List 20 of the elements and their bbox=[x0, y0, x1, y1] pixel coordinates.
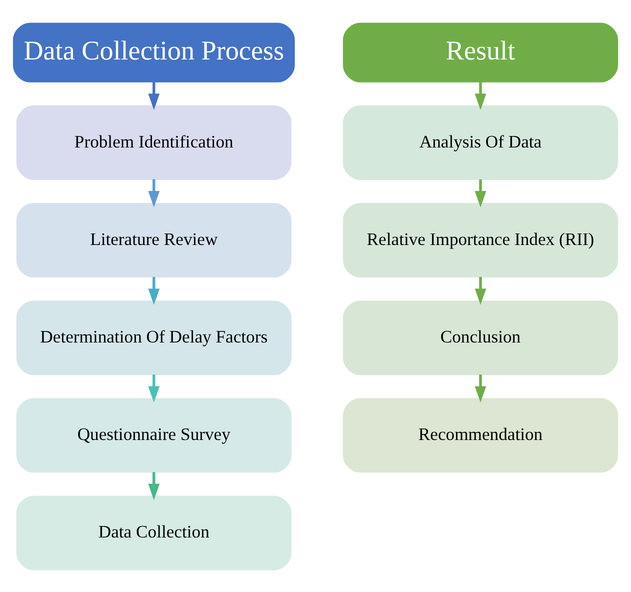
node-box: Relative Importance Index (RII) bbox=[342, 202, 618, 278]
arrow bbox=[148, 178, 160, 207]
arrow bbox=[148, 374, 160, 402]
node-box: Analysis Of Data bbox=[342, 104, 618, 180]
node-box: Recommendation bbox=[342, 398, 618, 472]
node-box: Problem Identification bbox=[16, 104, 292, 180]
arrow bbox=[148, 82, 160, 110]
arrow bbox=[474, 178, 486, 207]
node-box: Literature Review bbox=[16, 202, 292, 278]
node-box: Result bbox=[342, 22, 618, 82]
arrow bbox=[148, 472, 160, 500]
arrow bbox=[474, 374, 486, 402]
node-box: Conclusion bbox=[342, 300, 618, 375]
arrow bbox=[474, 276, 486, 304]
node-box: Data Collection Process bbox=[12, 22, 295, 82]
node-box: Determination Of Delay Factors bbox=[16, 300, 292, 375]
arrow bbox=[148, 276, 160, 304]
node-box: Data Collection bbox=[16, 495, 292, 570]
arrow bbox=[474, 82, 486, 110]
node-box: Questionnaire Survey bbox=[16, 398, 292, 472]
